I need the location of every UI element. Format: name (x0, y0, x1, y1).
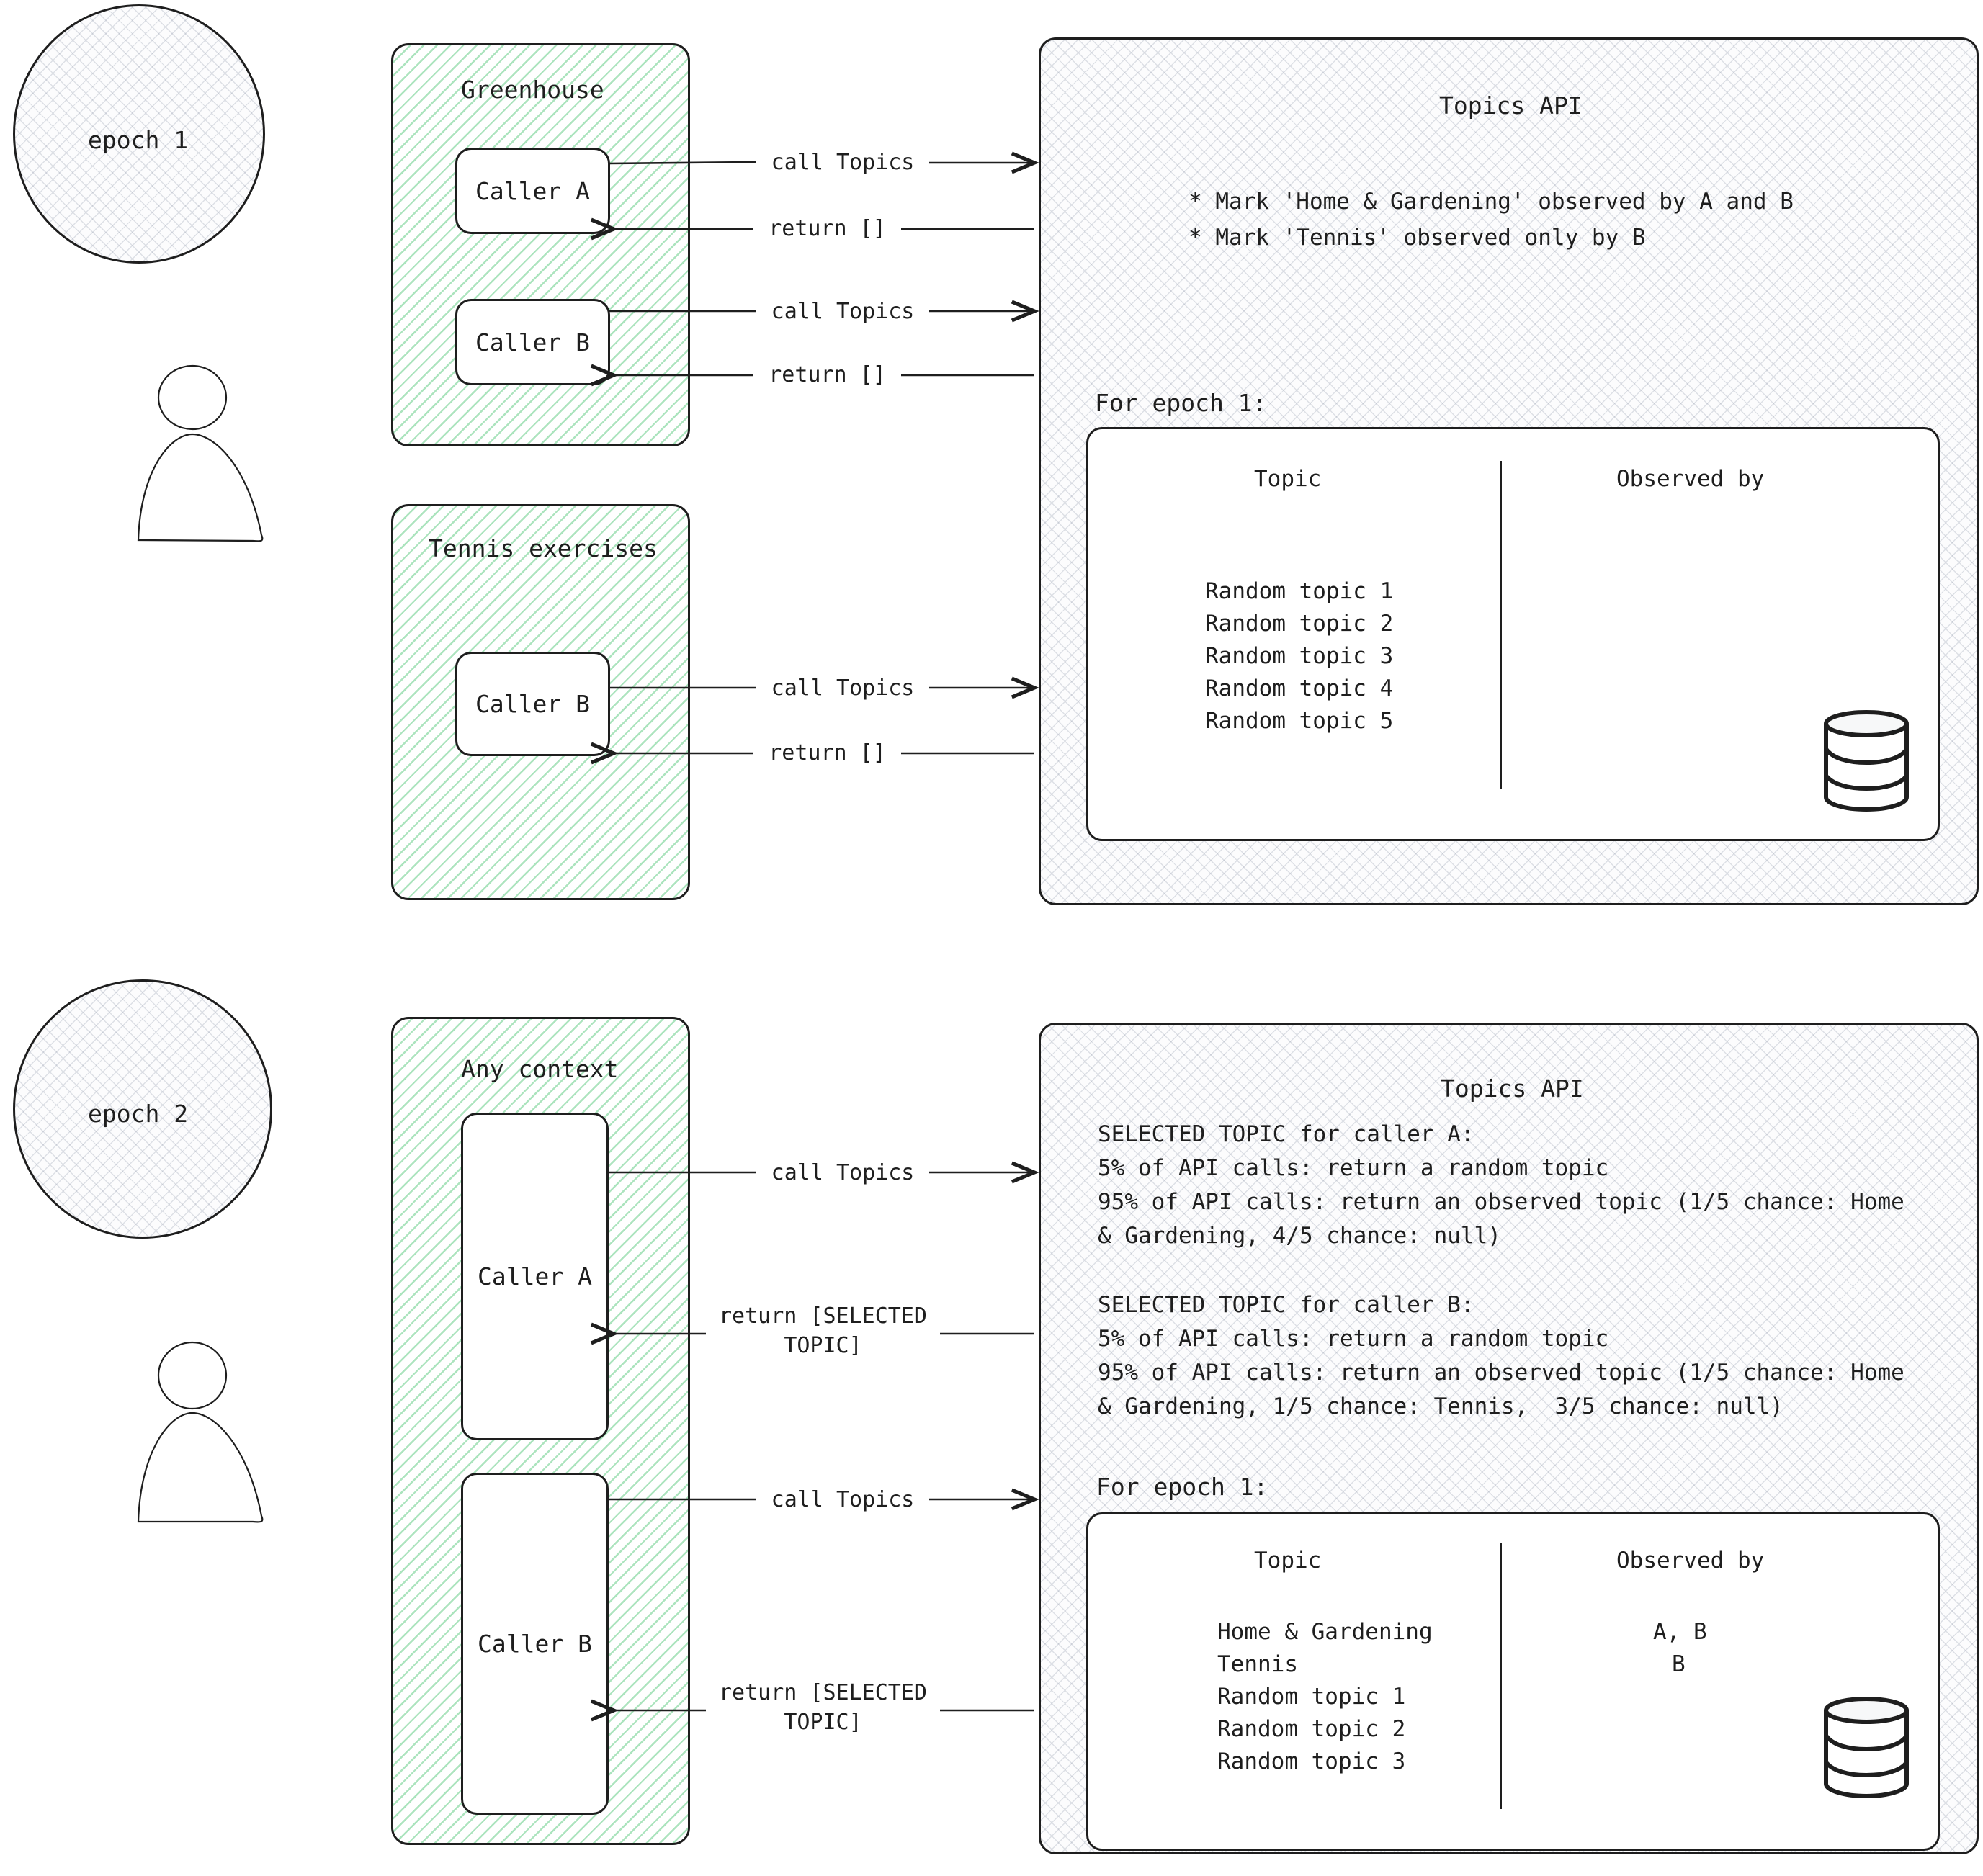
database-icon (1824, 1697, 1909, 1799)
topics-api-rule-a-line-4: & Gardening, 4/5 chance: null) (1098, 1223, 1501, 1249)
table-column-divider (1500, 461, 1502, 789)
topics-api-rule-b-line-4: & Gardening, 1/5 chance: Tennis, 3/5 cha… (1098, 1393, 1783, 1419)
topics-api-bullet-1: * Mark 'Home & Gardening' observed by A … (1189, 189, 1794, 215)
table-row: Random topic 3 (1205, 643, 1394, 669)
caller-box-greenhouse-b[interactable]: Caller B (455, 299, 610, 385)
topics-api-bullet-2: * Mark 'Tennis' observed only by B (1189, 225, 1646, 251)
context-tennis-exercises-title: Tennis exercises (429, 534, 658, 562)
table-row: Tennis (1217, 1651, 1298, 1677)
message-label-call-topics: call Topics (756, 1489, 929, 1511)
table-row: Home & Gardening (1217, 1619, 1433, 1645)
table-column-header-observed-by: Observed by (1616, 466, 1765, 492)
table-column-divider (1500, 1543, 1502, 1809)
person-icon (137, 1341, 264, 1523)
topics-api-rule-b-line-1: SELECTED TOPIC for caller B: (1098, 1292, 1474, 1318)
caller-box-tennis-b[interactable]: Caller B (455, 652, 610, 756)
person-icon (137, 364, 264, 542)
caller-label: Caller B (475, 690, 590, 718)
table-row: Random topic 4 (1205, 676, 1394, 701)
caller-label: Caller B (478, 1630, 592, 1658)
caller-label: Caller A (478, 1262, 592, 1291)
table-cell-observed-by: A, B (1653, 1619, 1707, 1645)
context-any-context-title: Any context (461, 1055, 619, 1083)
table-caption-epoch-1: For epoch 1: (1095, 389, 1267, 417)
message-label-call-topics: call Topics (756, 678, 929, 699)
table-row: Random topic 3 (1217, 1749, 1406, 1774)
table-row: Random topic 2 (1217, 1716, 1406, 1742)
table-row: Random topic 2 (1205, 611, 1394, 637)
topics-api-rule-a-line-2: 5% of API calls: return a random topic (1098, 1155, 1609, 1181)
epoch-2-badge (13, 979, 272, 1239)
table-column-header-topic: Topic (1254, 466, 1322, 492)
message-label-call-topics: call Topics (756, 301, 929, 323)
table-row: Random topic 1 (1205, 578, 1394, 604)
message-label-return-selected-topic: return [SELECTED TOPIC] (706, 1679, 940, 1737)
table-row: Random topic 1 (1217, 1684, 1406, 1710)
epoch-2-badge-label: epoch 2 (88, 1100, 189, 1128)
table-column-header-topic: Topic (1254, 1548, 1322, 1574)
database-icon (1824, 710, 1909, 812)
table-column-header-observed-by: Observed by (1616, 1548, 1765, 1574)
topics-api-rule-a-line-1: SELECTED TOPIC for caller A: (1098, 1121, 1474, 1147)
topics-table-card-epoch-1 (1086, 427, 1940, 841)
topics-api-title-epoch-2: Topics API (1441, 1074, 1584, 1103)
topics-api-title-epoch-1: Topics API (1439, 91, 1583, 120)
context-greenhouse-title: Greenhouse (461, 76, 604, 104)
table-cell-observed-by: B (1672, 1651, 1686, 1677)
epoch-1-badge-label: epoch 1 (88, 126, 189, 154)
table-caption-epoch-2: For epoch 1: (1096, 1473, 1268, 1501)
topics-table-card-epoch-2 (1086, 1512, 1940, 1851)
caller-label: Caller A (475, 176, 590, 205)
epoch-1-badge (13, 4, 265, 264)
message-label-return: return [] (753, 218, 901, 240)
caller-box-any-b[interactable]: Caller B (461, 1473, 609, 1815)
topics-api-rule-b-line-2: 5% of API calls: return a random topic (1098, 1326, 1609, 1352)
topics-api-rule-b-line-3: 95% of API calls: return an observed top… (1098, 1360, 1904, 1386)
message-label-return: return [] (753, 364, 901, 386)
caller-box-any-a[interactable]: Caller A (461, 1113, 609, 1440)
context-greenhouse (391, 43, 690, 446)
message-label-return: return [] (753, 742, 901, 764)
message-label-call-topics: call Topics (756, 1162, 929, 1184)
message-label-return-selected-topic: return [SELECTED TOPIC] (706, 1302, 940, 1360)
caller-box-greenhouse-a[interactable]: Caller A (455, 148, 610, 234)
topics-api-rule-a-line-3: 95% of API calls: return an observed top… (1098, 1189, 1904, 1215)
caller-label: Caller B (475, 328, 590, 356)
message-label-call-topics: call Topics (756, 152, 929, 174)
table-row: Random topic 5 (1205, 708, 1394, 734)
